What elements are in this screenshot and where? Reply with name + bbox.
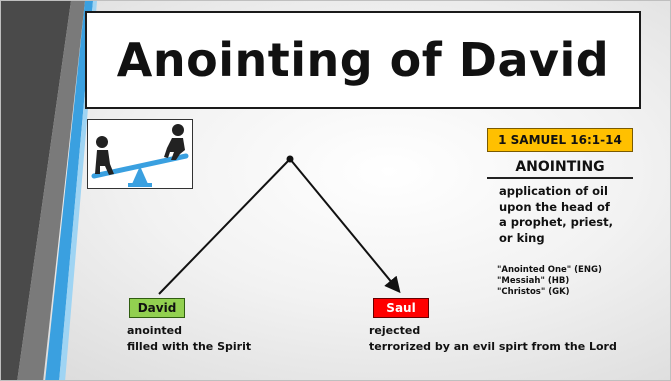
definition-line: or king <box>499 230 545 245</box>
definition-line: application of oil <box>499 184 608 198</box>
definition-line: a prophet, priest, <box>499 215 614 229</box>
david-description: anointed filled with the Spirit <box>127 323 251 355</box>
term-greek: "Christos" (GK) <box>497 287 570 297</box>
saul-description: rejected terrorized by an evil spirt fro… <box>369 323 617 355</box>
seesaw-icon <box>87 119 193 189</box>
term-hebrew: "Messiah" (HB) <box>497 276 570 286</box>
term-english: "Anointed One" (ENG) <box>497 265 602 275</box>
definition-line: upon the head of <box>499 199 610 214</box>
anointing-definition: application of oil upon the head of a pr… <box>499 184 639 246</box>
anointing-terms: "Anointed One" (ENG) "Messiah" (HB) "Chr… <box>497 265 602 298</box>
anointing-heading: ANOINTING <box>487 159 633 179</box>
description-line: filled with the Spirit <box>127 340 252 353</box>
title-box: Anointing of David <box>85 11 641 109</box>
slide-title: Anointing of David <box>116 33 610 87</box>
description-line: anointed <box>127 324 183 337</box>
saul-badge: Saul <box>373 298 429 318</box>
description-line: terrorized by an evil spirt from the Lor… <box>369 340 617 353</box>
scripture-reference-badge: 1 SAMUEL 16:1-14 <box>487 128 633 152</box>
david-badge: David <box>129 298 185 318</box>
description-line: rejected <box>369 324 421 337</box>
